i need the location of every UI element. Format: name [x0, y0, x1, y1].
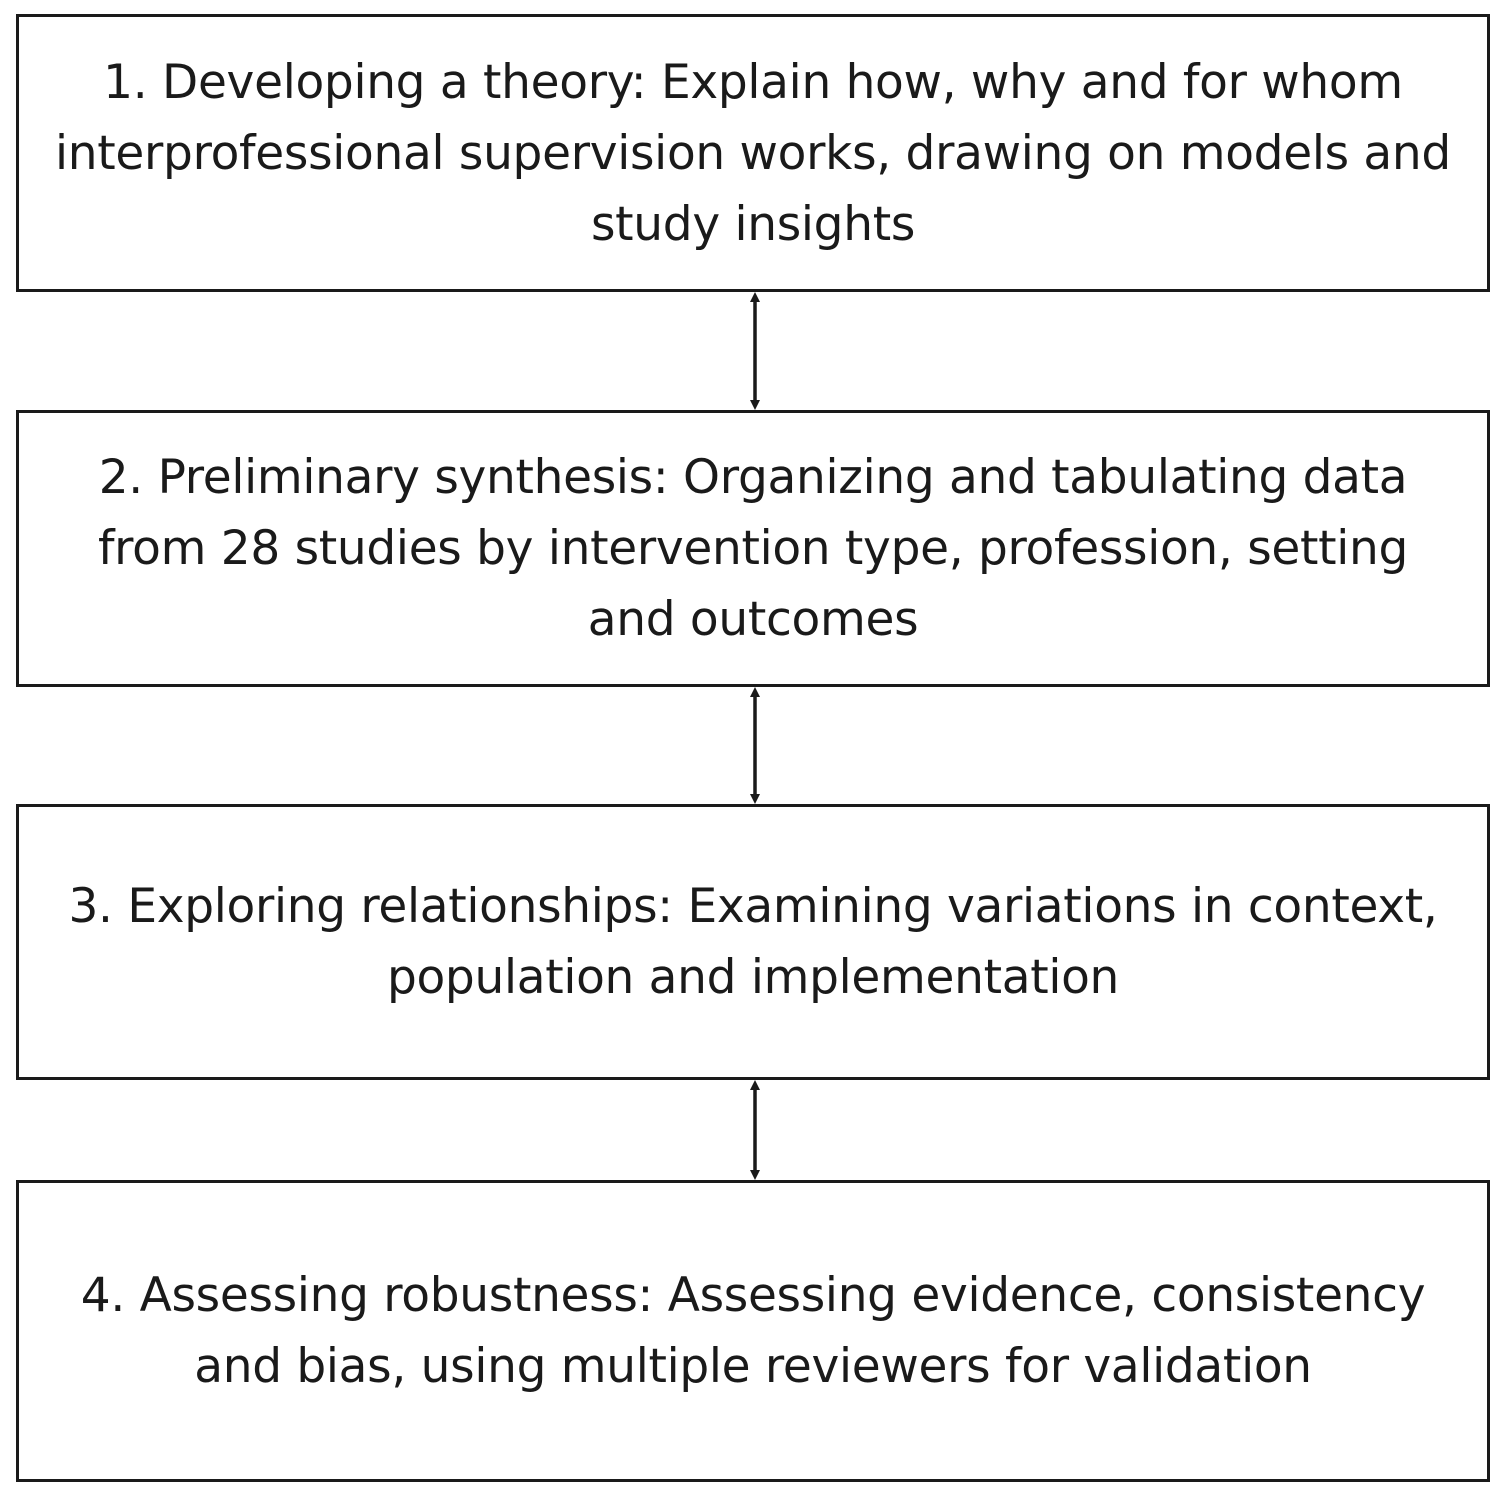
step-text-2: 2. Preliminary synthesis: Organizing and… — [97, 450, 1409, 647]
step-box-1: 1. Developing a theory: Explain how, why… — [16, 14, 1490, 292]
step-text-1: 1. Developing a theory: Explain how, why… — [55, 54, 1451, 252]
step-box-4: 4. Assessing robustness: Assessing evide… — [16, 1180, 1490, 1482]
step-box-3: 3. Exploring relationships: Examining va… — [16, 804, 1490, 1080]
step-text-4: 4. Assessing robustness: Assessing evide… — [80, 1268, 1426, 1394]
step-box-2: 2. Preliminary synthesis: Organizing and… — [16, 410, 1490, 687]
step-text-3: 3. Exploring relationships: Examining va… — [68, 879, 1438, 1005]
